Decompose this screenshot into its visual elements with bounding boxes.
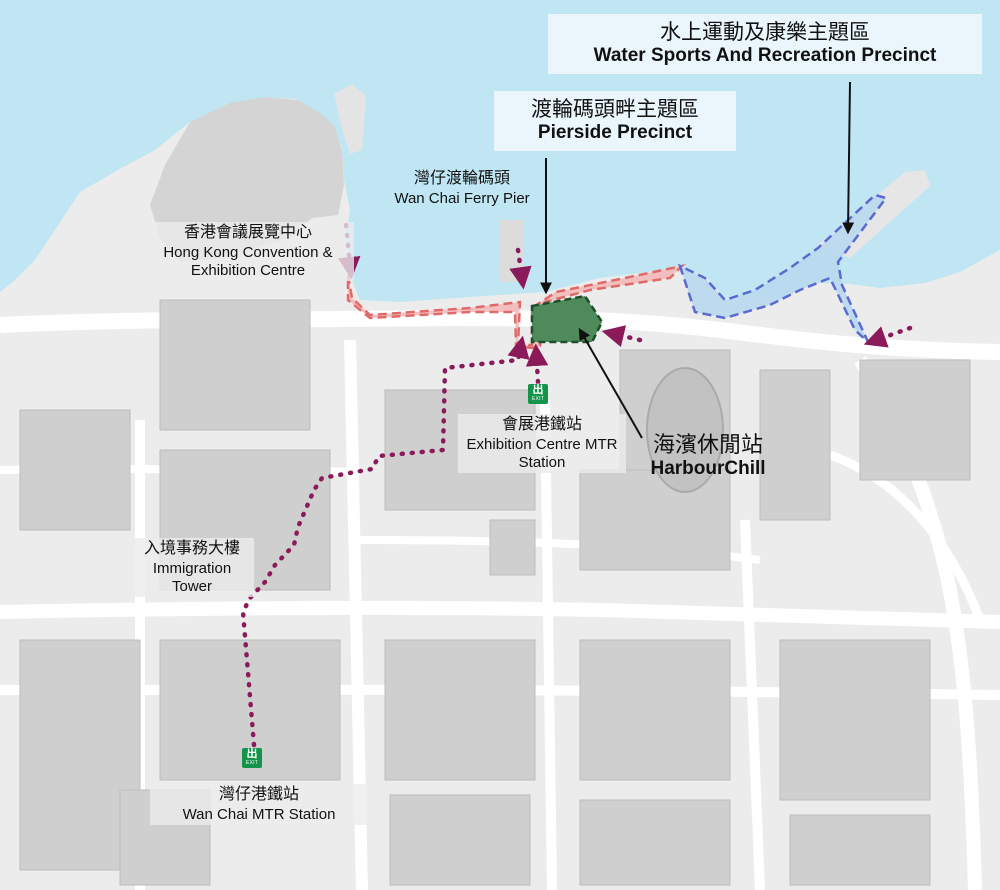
water-sports-precinct-label: 水上運動及康樂主題區 Water Sports And Recreation P… xyxy=(548,14,982,74)
pierside-zh: 渡輪碼頭畔主題區 xyxy=(531,98,699,121)
pierside-en: Pierside Precinct xyxy=(537,122,693,144)
immigration-tower-en: Immigration Tower xyxy=(152,560,232,596)
exhibition-mtr-en: Exhibition Centre MTR Station xyxy=(466,436,618,472)
convention-centre-en: Hong Kong Convention & Exhibition Centre xyxy=(163,244,333,280)
exit-glyph: 出 xyxy=(246,748,258,760)
route-east-side xyxy=(601,325,643,348)
convention-centre-label: 香港會議展覽中心 Hong Kong Convention & Exhibiti… xyxy=(142,222,354,282)
wanchai-mtr-zh: 灣仔港鐵站 xyxy=(218,786,299,803)
exhibition-mtr-zh: 會展港鐵站 xyxy=(501,416,582,433)
mtr-exit-icon: 出 EXIT xyxy=(528,384,548,404)
route-ferry-pier xyxy=(509,247,532,290)
exit-glyph: 出 xyxy=(532,384,544,396)
ferry-pier-zh: 灣仔渡輪碼頭 xyxy=(413,170,510,187)
convention-centre-shape xyxy=(150,97,344,262)
immigration-tower-label: 入境事務大樓 Immigration Tower xyxy=(130,538,254,598)
immigration-tower-zh: 入境事務大樓 xyxy=(143,540,240,557)
harbourchill-label: 海濱休閒站 HarbourChill xyxy=(598,432,818,481)
water-sports-zh: 水上運動及康樂主題區 xyxy=(660,21,870,44)
water-sports-precinct-area xyxy=(677,193,889,343)
stadium-pitch xyxy=(646,367,724,493)
harbourchill-zh: 海濱休閒站 xyxy=(652,432,763,457)
water-sports-en: Water Sports And Recreation Precinct xyxy=(593,45,937,67)
callout-arrows xyxy=(540,81,855,439)
mtr-exit-icon: 出 EXIT xyxy=(242,748,262,768)
harbourchill-callout-arrow xyxy=(578,327,643,439)
harbour-water xyxy=(0,0,1000,302)
water-sports-callout-arrow xyxy=(842,81,855,235)
route-exhibition-mtr xyxy=(525,343,549,385)
exhibition-mtr-label: 會展港鐵站 Exhibition Centre MTR Station xyxy=(458,414,626,474)
wanchai-mtr-label: 灣仔港鐵站 Wan Chai MTR Station xyxy=(150,784,368,826)
exit-text: EXIT xyxy=(531,396,545,402)
ferry-pier-label: 灣仔渡輪碼頭 Wan Chai Ferry Pier xyxy=(360,168,564,209)
convention-centre-zh: 香港會議展覽中心 xyxy=(183,224,312,241)
pierside-precinct-area xyxy=(346,263,686,350)
ferry-pier-en: Wan Chai Ferry Pier xyxy=(394,190,530,208)
harbourchill-en: HarbourChill xyxy=(650,458,766,480)
wanchai-mtr-en: Wan Chai MTR Station xyxy=(182,806,336,824)
pierside-precinct-label: 渡輪碼頭畔主題區 Pierside Precinct xyxy=(494,91,736,151)
exit-text: EXIT xyxy=(245,760,259,766)
route-water-sports xyxy=(863,325,913,348)
pier-jetty xyxy=(334,84,366,154)
